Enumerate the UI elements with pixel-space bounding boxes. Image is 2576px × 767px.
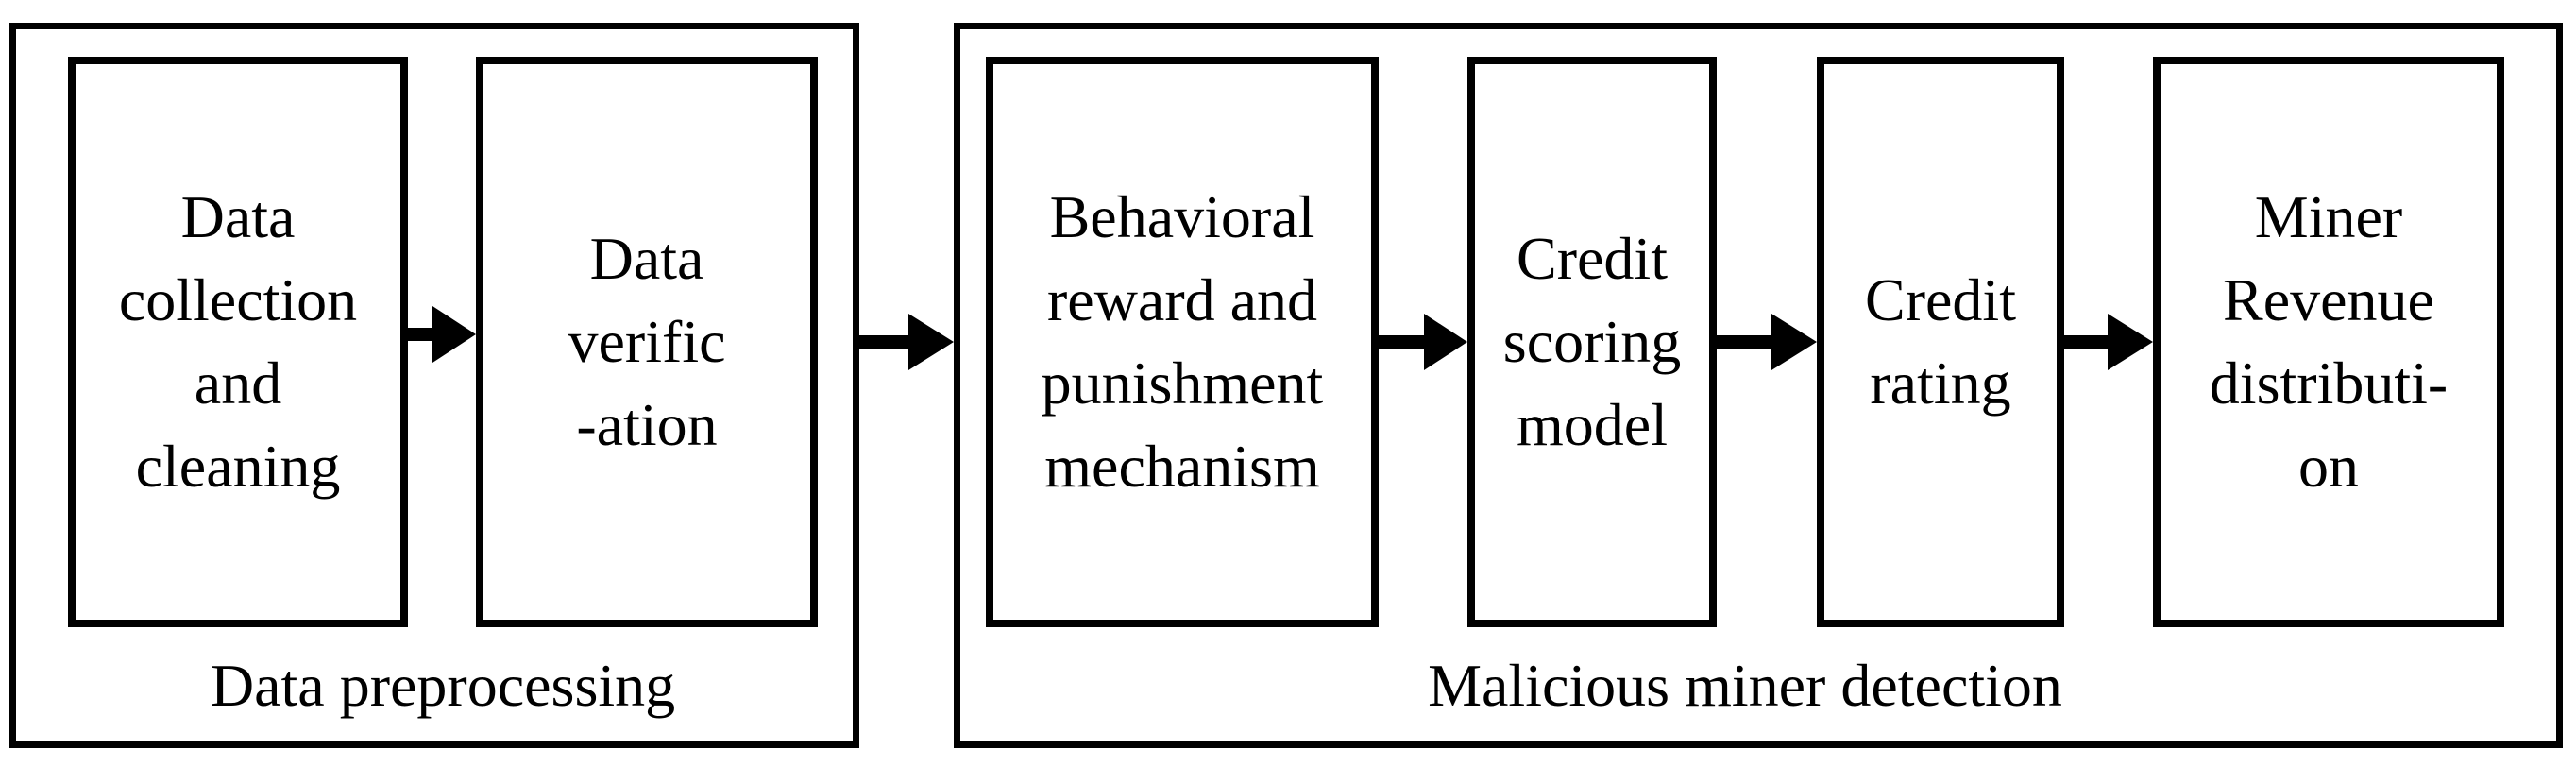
- arrow-preprocessing-to-detection: [859, 314, 954, 370]
- arrow-rating-to-revenue: [2064, 314, 2153, 370]
- box-text-line: Behavioral: [1049, 183, 1315, 250]
- box-text-line: distributi-: [2209, 349, 2449, 417]
- box-text-line: Credit: [1517, 225, 1668, 292]
- arrow-scoring-to-rating: [1717, 314, 1817, 370]
- box-text-line: cleaning: [135, 433, 341, 500]
- arrow-collection-to-verification: [408, 306, 476, 363]
- miner-revenue-distribution-box: Miner Revenue distributi- on: [2153, 57, 2504, 627]
- box-text-line: Credit: [1865, 266, 2016, 333]
- box-text-line: mechanism: [1044, 433, 1320, 500]
- box-text-line: rating: [1870, 349, 2011, 417]
- box-text-line: on: [2298, 433, 2359, 500]
- box-text-line: punishment: [1041, 349, 1324, 417]
- box-text-line: and: [194, 349, 282, 417]
- arrow-behavioral-to-scoring: [1379, 314, 1467, 370]
- box-text-line: Data: [180, 183, 296, 250]
- credit-rating-box: Credit rating: [1817, 57, 2064, 627]
- box-text-line: model: [1517, 391, 1668, 458]
- box-text-line: scoring: [1502, 308, 1682, 375]
- data-preprocessing-label: Data preprocessing: [210, 652, 676, 719]
- box-text-line: Data: [589, 225, 704, 292]
- malicious-miner-detection-label: Malicious miner detection: [1428, 652, 2062, 719]
- behavioral-reward-punishment-box: Behavioral reward and punishment mechani…: [986, 57, 1379, 627]
- box-text-line: verific: [568, 308, 726, 375]
- box-text-line: -ation: [576, 391, 718, 458]
- credit-scoring-model-box: Credit scoring model: [1467, 57, 1717, 627]
- box-text-line: reward and: [1046, 266, 1318, 333]
- box-text-line: collection: [118, 266, 358, 333]
- data-collection-cleaning-box: Data collection and cleaning: [68, 57, 408, 627]
- box-text-line: Revenue: [2223, 266, 2434, 333]
- data-verification-box: Data verific -ation: [476, 57, 818, 627]
- box-text-line: Miner: [2254, 183, 2403, 250]
